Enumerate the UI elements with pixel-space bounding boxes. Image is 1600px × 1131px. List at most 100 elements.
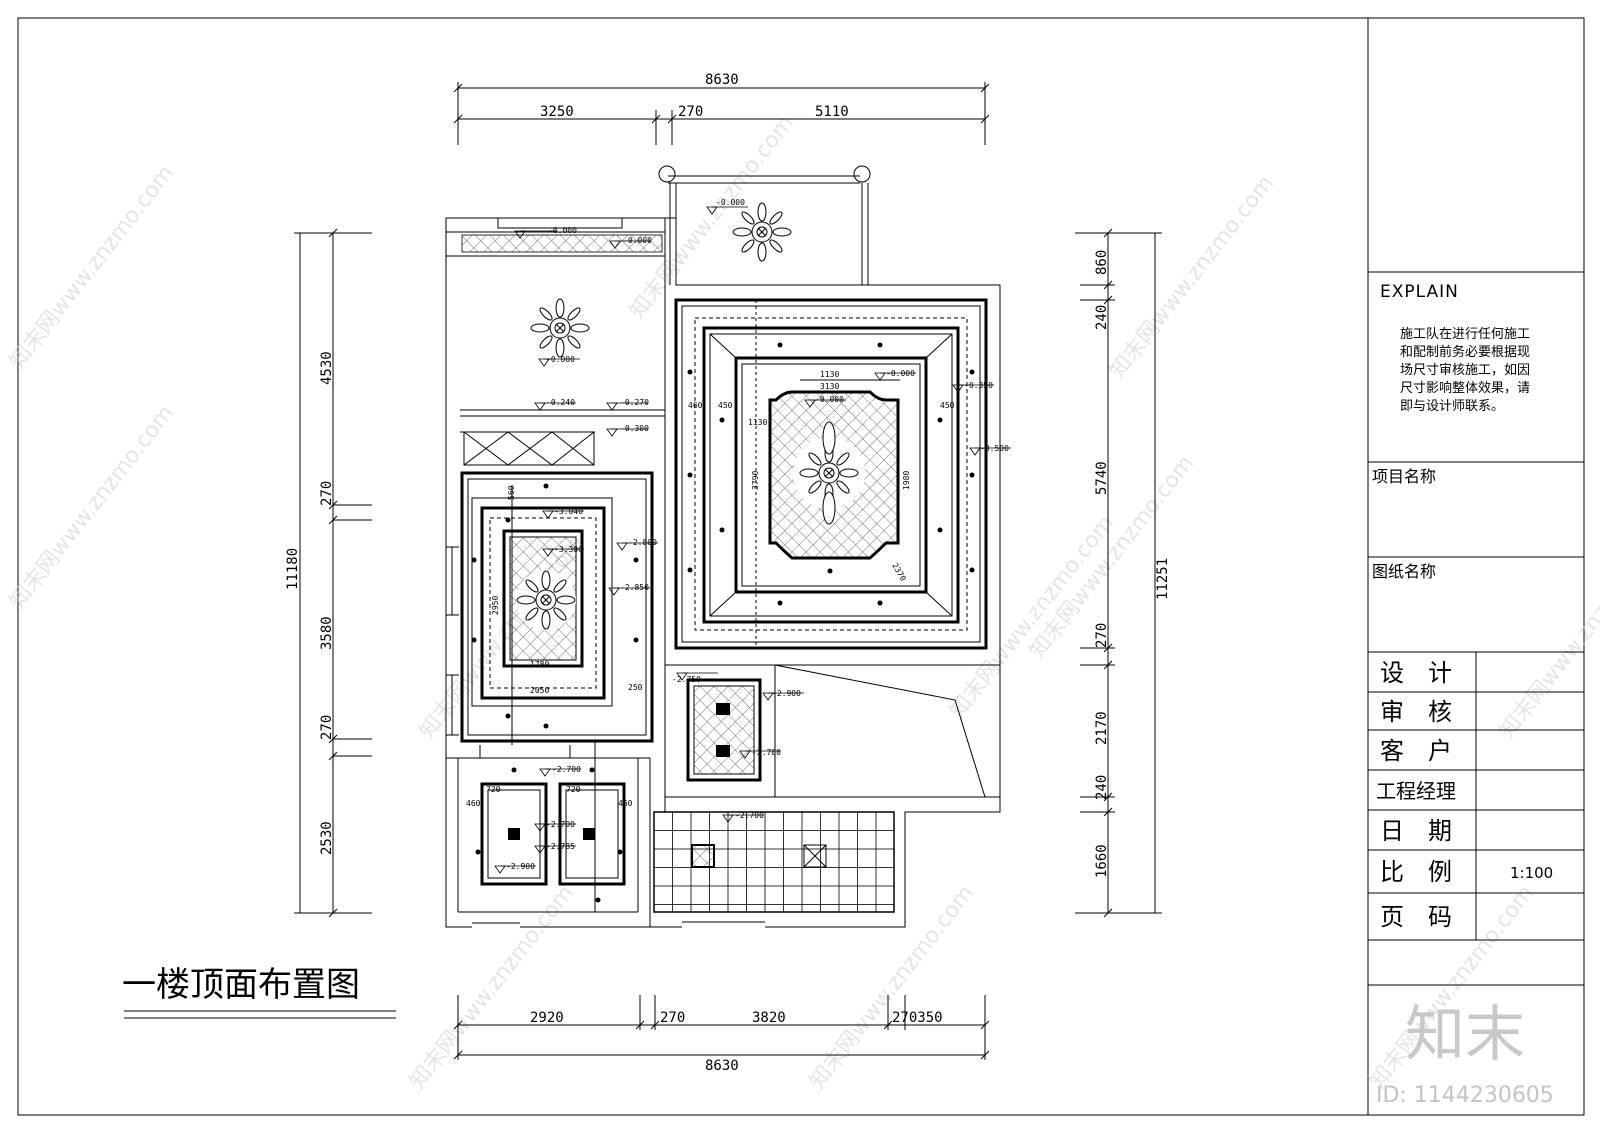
level-stair-b: -2.900 [772,689,801,698]
sheet-border [17,17,1585,1116]
balcony: -0.000 [658,165,871,285]
level-dining-right: -2.800 [628,538,657,547]
dimension-left: 11180 4530 270 3580 270 2530 [285,228,372,918]
dim-left-seg-2: 270 [319,481,335,506]
drawing-title: 一楼顶面布置图 [122,965,396,1019]
bathroom-ceiling: -2.700 -2.700 -2.785 -2.900 720 720 460 … [446,740,651,927]
level-bath-mid: -2.700 [546,820,575,829]
dim-living-top: 1130 [820,370,839,379]
dimension-right: 11251 860 240 5740 270 2170 240 1660 [1075,228,1171,918]
field-designer-label: 设 计 [1380,659,1452,687]
dim-bottom-seg-4: 270350 [892,1010,943,1026]
dim-bottom-seg-3: 3820 [752,1010,786,1026]
dim-living-diag: 2370 [890,562,908,583]
watermark-layer: 知末网www.znzmo.com 知末网www.znzmo.com 知末网www… [5,111,1600,1094]
dim-dining-right: 250 [628,683,643,692]
level-living-inner: -0.000 [815,395,844,404]
dimension-bottom: 2920 270 3820 270350 8630 [453,995,990,1074]
dim-top-seg-3: 5110 [815,104,849,120]
explain-line-3: 场尺寸审核施工，如因 [1400,362,1530,378]
level-dining-top: -3.040 [554,507,583,516]
explain-heading: EXPLAIN [1380,282,1459,302]
title-block: EXPLAIN 施工队在进行任何施工 和配制前务必要根据现 场尺寸审核施工，如因… [1368,271,1584,986]
field-date-label: 日 期 [1380,817,1452,845]
dim-left-seg-4: 270 [319,715,335,740]
field-scale-label: 比 例 [1380,858,1452,886]
project-name-label: 项目名称 [1372,467,1436,486]
brand-watermark: 知末 ID: 1144230605 [1376,1000,1554,1108]
dim-bath-a: 720 [486,785,501,794]
svg-text:知末网www.znzmo.com: 知末网www.znzmo.com [945,511,1119,724]
svg-text:450: 450 [940,401,955,410]
dim-top-total: 8630 [705,72,739,88]
dim-dining-left: 2950 [491,596,500,615]
field-reviewer-label: 审 核 [1380,698,1452,726]
level-bath-b: -2.785 [546,842,575,851]
dim-top-seg-2: 270 [678,104,703,120]
dim-top-seg-1: 3250 [540,104,574,120]
dimension-top: 8630 3250 270 5110 [453,72,990,145]
level-living-right-b: -0.500 [980,444,1009,453]
svg-text:知末网www.znzmo.com: 知末网www.znzmo.com [1105,171,1279,384]
living-room-ceiling: -0.000 1130 3130 -0.000 3790 1980 2370 4… [674,298,1012,650]
dim-right-seg-2: 240 [1094,305,1110,330]
dim-dining-bottom: 1780 [530,660,549,669]
dim-right-total: 11251 [1155,558,1171,600]
dim-right-seg-1: 860 [1094,250,1110,275]
explain-line-5: 即与设计师联系。 [1400,399,1504,414]
svg-text:图纸名称: 图纸名称 [1372,562,1436,581]
dim-left-total: 11180 [285,548,301,590]
top-left-room: -0.000 -0.240 -0.270 -0.300 [460,298,665,466]
dim-bath-b: 720 [566,785,581,794]
level-corr-a: -0.240 [546,398,575,407]
dim-bottom-seg-2: 270 [660,1010,685,1026]
dim-living-right: 1980 [902,471,911,490]
dim-dining-bottom2: 2050 [530,686,549,695]
dim-right-seg-6: 240 [1094,775,1110,800]
field-scale-value: 1:100 [1510,864,1553,882]
explain-line-4: 尺寸影响整体效果，请 [1400,380,1530,396]
level-bath-bottom: -2.900 [506,862,535,871]
level-top-room: -0.000 [546,355,575,364]
dim-bottom-total: 8630 [705,1058,739,1074]
svg-text:知末网www.znzmo.com: 知末网www.znzmo.com [405,881,579,1094]
kitchen-ceiling: -2.700 [653,811,895,913]
dim-living-side-b: 450 [718,401,733,410]
svg-text:1130: 1130 [748,418,767,427]
hall-ceiling: -2.750 -2.900 -2.700 [665,664,1000,798]
level-stair-c: -2.700 [752,748,781,757]
dim-left-seg-5: 2530 [319,821,335,855]
level-dining-inner: -3.300 [554,545,583,554]
svg-text:知末网www.znzmo.com: 知末网www.znzmo.com [1025,451,1199,664]
level-balcony: -0.000 [716,198,745,207]
dim-bath-d: 460 [618,799,633,808]
svg-text:-0.000: -0.000 [886,369,915,378]
floor-plan: -0.000 -0.000 -0.000 -0.000 [445,165,1012,929]
dim-bottom-seg-1: 2920 [530,1010,564,1026]
level-corr-b: -0.270 [620,398,649,407]
field-client-label: 客 户 [1380,737,1452,765]
image-id-text: ID: 1144230605 [1376,1083,1554,1108]
field-page-label: 页 码 [1380,903,1452,931]
dim-right-seg-5: 2170 [1094,711,1110,745]
svg-text:知末网www.znzmo.com: 知末网www.znzmo.com [805,881,979,1094]
drawing-title-text: 一楼顶面布置图 [122,965,360,1005]
explain-line-1: 施工队在进行任何施工 [1400,326,1530,342]
dim-right-seg-7: 1660 [1094,844,1110,878]
level-dining-mid: -2.850 [620,583,649,592]
dim-right-seg-3: 5740 [1094,461,1110,495]
dim-left-seg-3: 3580 [319,616,335,650]
svg-text:知末网www.znzmo.com: 知末网www.znzmo.com [5,401,179,614]
svg-text:知末网www.znzmo.com: 知末网www.znzmo.com [5,161,179,374]
dim-bath-c: 460 [466,799,481,808]
level-stair-a: -2.750 [672,675,701,684]
level-corr-c: -0.300 [620,424,649,433]
dim-right-seg-4: 270 [1094,623,1110,648]
explain-line-2: 和配制前务必要根据现 [1400,344,1530,360]
level-kitchen: -2.700 [735,811,764,820]
level-bath-top: -2.700 [552,765,581,774]
dim-living-top2: 3130 [820,382,839,391]
level-top-strip-b: -0.000 [623,236,652,245]
dining-room-ceiling: -3.040 -3.300 -2.800 -2.850 2950 1780 20… [446,471,659,745]
